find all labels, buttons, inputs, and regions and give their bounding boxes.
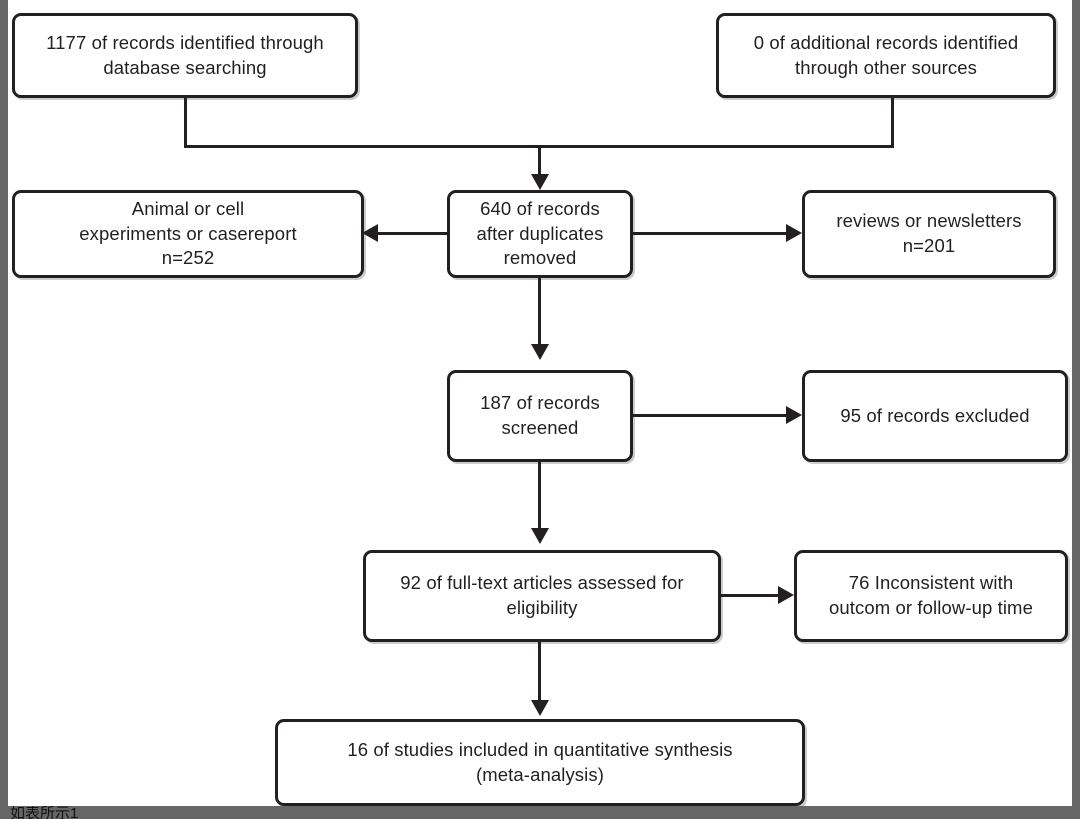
arrowhead-duplicates-to-animal (362, 224, 378, 242)
node-excluded-animal-cell-label: Animal or cell experiments or casereport… (79, 198, 297, 269)
arrowhead-fulltext-to-included (531, 700, 549, 716)
page-caption: 如表所示1 (10, 806, 79, 819)
node-records-screened[interactable]: 187 of records screened (447, 370, 633, 462)
diagram-canvas: 1177 of records identified through datab… (8, 0, 1072, 806)
arrowhead-fulltext-to-inconsistent (778, 586, 794, 604)
node-excluded-reviews[interactable]: reviews or newsletters n=201 (802, 190, 1056, 278)
node-identification-other[interactable]: 0 of additional records identified throu… (716, 13, 1056, 98)
connector-duplicates-to-reviews (631, 232, 788, 235)
node-excluded-inconsistent-label: 76 Inconsistent with outcom or follow-up… (829, 572, 1033, 618)
arrowhead-bus-to-duplicates (531, 174, 549, 190)
arrowhead-screened-to-fulltext (531, 528, 549, 544)
connector-screened-to-excluded (631, 414, 788, 417)
node-excluded-reviews-label: reviews or newsletters n=201 (836, 210, 1022, 256)
connector-other-drop (891, 98, 894, 148)
arrowhead-screened-to-excluded (786, 406, 802, 424)
node-records-excluded[interactable]: 95 of records excluded (802, 370, 1068, 462)
connector-bus-to-duplicates (538, 145, 541, 185)
node-identification-database-label: 1177 of records identified through datab… (46, 31, 324, 78)
node-fulltext-assessed[interactable]: 92 of full-text articles assessed for el… (363, 550, 721, 642)
node-excluded-inconsistent[interactable]: 76 Inconsistent with outcom or follow-up… (794, 550, 1068, 642)
connector-duplicates-to-screened (538, 276, 541, 352)
node-records-excluded-label: 95 of records excluded (840, 404, 1030, 426)
node-fulltext-assessed-label: 92 of full-text articles assessed for el… (400, 572, 684, 618)
connector-fulltext-to-included (538, 640, 541, 708)
connector-db-drop (184, 98, 187, 148)
connector-fulltext-to-inconsistent (719, 594, 781, 597)
arrowhead-duplicates-to-screened (531, 344, 549, 360)
node-duplicates-removed-label: 640 of records after duplicates removed (476, 198, 604, 269)
node-identification-database[interactable]: 1177 of records identified through datab… (12, 13, 358, 98)
connector-screened-to-fulltext (538, 460, 541, 536)
node-duplicates-removed[interactable]: 640 of records after duplicates removed (447, 190, 633, 278)
node-records-screened-label: 187 of records screened (480, 392, 600, 438)
node-identification-other-label: 0 of additional records identified throu… (753, 31, 1019, 78)
node-included-studies[interactable]: 16 of studies included in quantitative s… (275, 719, 805, 806)
connector-duplicates-to-animal (376, 232, 449, 235)
node-included-studies-label: 16 of studies included in quantitative s… (347, 738, 733, 785)
arrowhead-duplicates-to-reviews (786, 224, 802, 242)
node-excluded-animal-cell[interactable]: Animal or cell experiments or casereport… (12, 190, 364, 278)
